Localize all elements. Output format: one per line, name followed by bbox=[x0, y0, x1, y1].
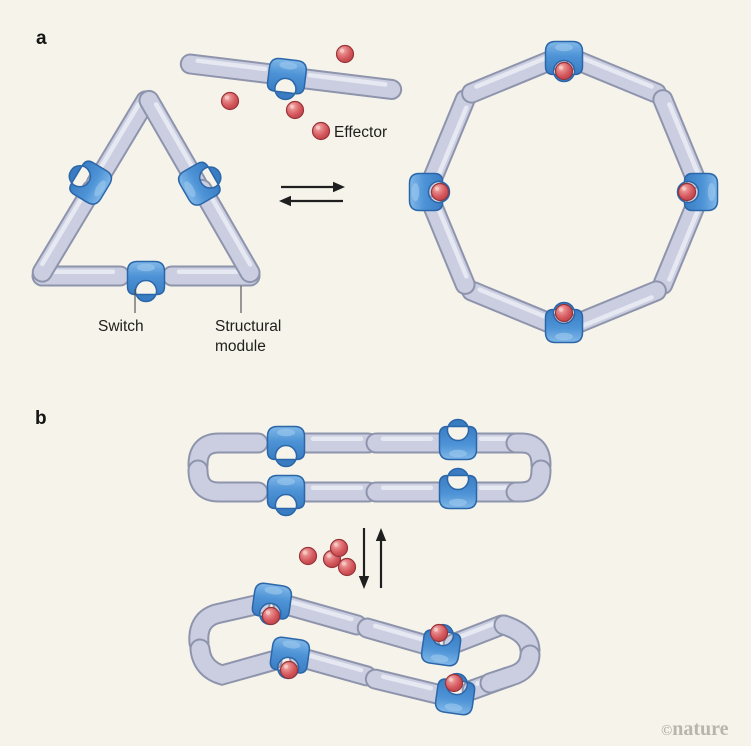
effector-glyph bbox=[677, 182, 697, 202]
flat-ring-end-bends bbox=[187, 432, 552, 503]
nature-watermark: ©nature bbox=[661, 718, 729, 740]
effector-glyph bbox=[220, 91, 240, 111]
switch-label: Switch bbox=[98, 318, 144, 335]
structural-module-rod bbox=[31, 179, 103, 283]
effector-glyph bbox=[261, 606, 281, 626]
effector-glyph bbox=[554, 303, 574, 323]
effector-glyph bbox=[279, 660, 299, 680]
effector-glyph bbox=[337, 557, 357, 577]
effector-glyph bbox=[444, 673, 464, 693]
structural-module-rod bbox=[295, 481, 379, 503]
bent-ring-end-bends bbox=[188, 593, 541, 694]
switch-glyph bbox=[438, 467, 478, 510]
watermark-brand: nature bbox=[672, 718, 728, 740]
switch-glyph bbox=[265, 56, 309, 103]
effector-glyph bbox=[554, 61, 574, 81]
structural-module-rod bbox=[179, 53, 283, 85]
panel-b-structural-modules bbox=[272, 432, 525, 705]
structural-module-rod bbox=[191, 178, 261, 284]
structural-module-label-line1: Structural bbox=[215, 318, 281, 335]
effector-glyph bbox=[285, 100, 305, 120]
effector-glyph bbox=[430, 182, 450, 202]
effector-glyph bbox=[329, 538, 349, 558]
structural-module-rod bbox=[161, 265, 261, 287]
equilibrium-arrows-vertical-icon bbox=[358, 528, 387, 589]
panel-b-label: b bbox=[35, 408, 47, 429]
structural-module-rod bbox=[295, 432, 379, 454]
structural-module-label-line2: module bbox=[215, 338, 266, 355]
structural-module-rod bbox=[364, 668, 448, 705]
panel-a: a Switch Structural module Effector bbox=[31, 28, 719, 355]
effector-label: Effector bbox=[334, 124, 387, 141]
switch-glyph bbox=[438, 418, 478, 461]
effector-glyph bbox=[311, 121, 331, 141]
panel-b: b bbox=[35, 408, 552, 717]
structural-module-rod bbox=[356, 617, 441, 657]
structural-module-rod bbox=[272, 593, 368, 636]
panel-a-label: a bbox=[36, 28, 47, 49]
structural-module-rod bbox=[365, 481, 449, 503]
switch-glyph bbox=[266, 474, 306, 517]
switch-glyph bbox=[126, 260, 166, 303]
structural-module-rod bbox=[291, 68, 403, 100]
panel-a-structural-modules bbox=[31, 46, 710, 338]
effector-glyph bbox=[335, 44, 355, 64]
structural-module-rod bbox=[31, 265, 131, 287]
structural-module-rod bbox=[365, 432, 449, 454]
equilibrium-arrows-icon bbox=[279, 181, 345, 207]
structural-module-rod bbox=[288, 646, 378, 687]
effector-glyph bbox=[429, 623, 449, 643]
copyright-icon: © bbox=[661, 723, 672, 739]
switch-glyph bbox=[266, 425, 306, 468]
effector-glyph bbox=[298, 546, 318, 566]
